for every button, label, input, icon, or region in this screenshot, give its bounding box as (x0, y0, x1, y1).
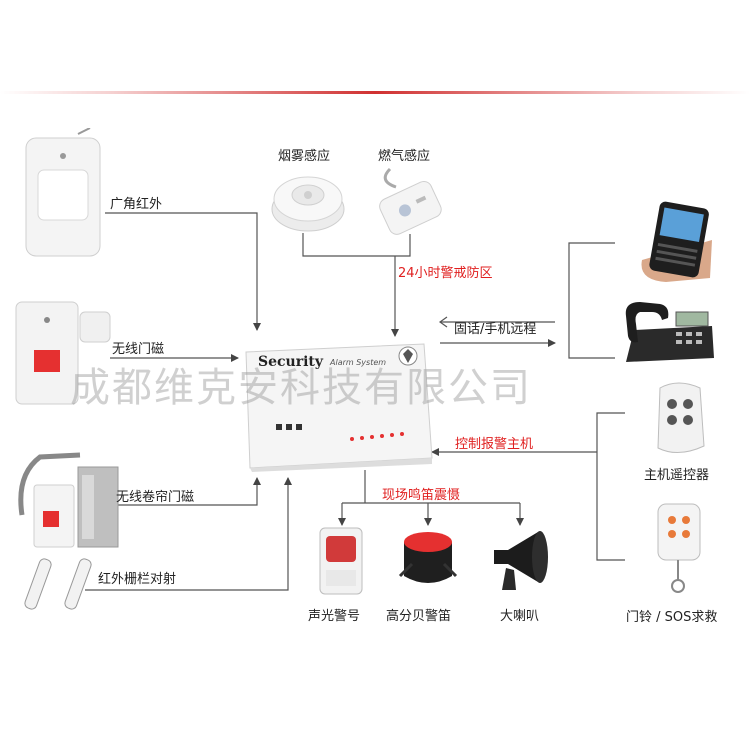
panel-subtitle: Alarm System (330, 358, 387, 367)
label-shutter-sensor: 无线卷帘门磁 (116, 490, 195, 505)
label-door-sensor: 无线门磁 (112, 342, 165, 357)
host-remote-icon (657, 382, 705, 453)
label-24h-zone: 24小时警戒防区 (398, 266, 493, 281)
company-watermark: 成都维克安科技有限公司 (70, 365, 532, 411)
desk-phone-icon (625, 302, 714, 362)
horn-speaker-icon (494, 531, 548, 590)
strobe-siren-icon (319, 527, 363, 595)
label-horn: 大喇叭 (500, 609, 540, 624)
smoke-detector-icon (271, 176, 345, 232)
mobile-phone-icon (641, 201, 712, 282)
label-strobe-siren: 声光警号 (308, 609, 361, 624)
top-divider (0, 91, 750, 94)
label-pir: 广角红外 (110, 197, 163, 212)
pir-detector-icon (25, 128, 101, 257)
high-db-siren-icon (398, 532, 458, 583)
label-infrared-beam: 红外栅栏对射 (98, 572, 177, 587)
label-siren-deterrent: 现场鸣笛震慑 (382, 488, 461, 503)
label-host-remote: 主机遥控器 (644, 468, 710, 483)
infrared-beam-icon (24, 558, 92, 610)
alarm-host-panel-icon (245, 343, 433, 472)
door-magnet-sensor-icon (15, 301, 111, 405)
panel-brand: Security (258, 354, 324, 370)
shutter-door-sensor-icon (18, 452, 119, 548)
sos-remote-icon (657, 503, 701, 593)
label-control-host: 控制报警主机 (455, 437, 534, 452)
label-remote-phone: 固话/手机远程 (454, 322, 537, 337)
label-doorbell-sos: 门铃 / SOS求救 (626, 610, 718, 625)
label-gas: 燃气感应 (378, 149, 431, 164)
label-high-db-siren: 高分贝警笛 (386, 609, 452, 624)
gas-detector-icon (379, 167, 442, 235)
label-smoke: 烟雾感应 (278, 149, 331, 164)
